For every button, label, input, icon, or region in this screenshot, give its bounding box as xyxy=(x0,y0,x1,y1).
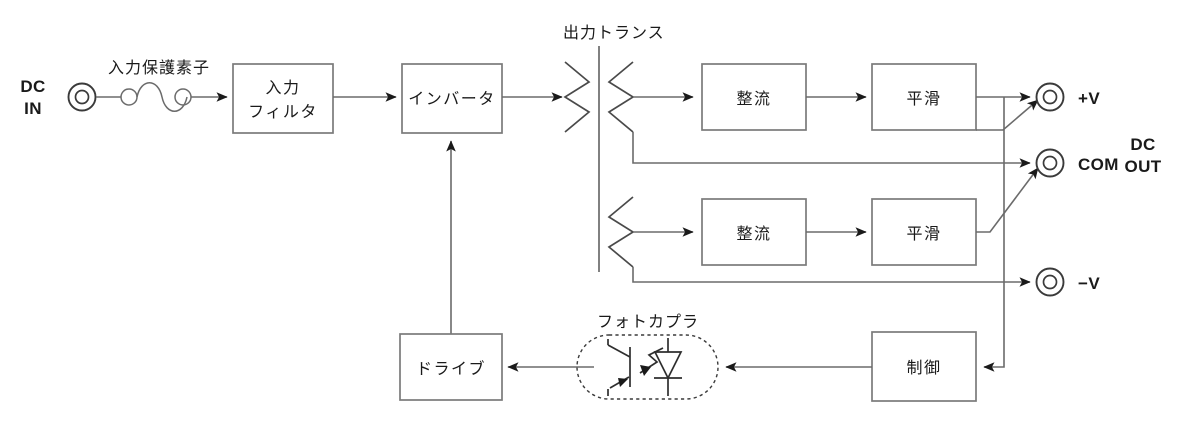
block-inverter: インバータ xyxy=(401,63,503,134)
photocoupler-symbol xyxy=(576,334,719,400)
block-input-filter: 入力 フィルタ xyxy=(232,63,334,134)
dc-in-label-line1: DC xyxy=(20,77,45,96)
input-protection-fuse-symbol xyxy=(96,82,228,112)
inverter-label: インバータ xyxy=(408,89,496,108)
wire-smoothing-lower-to-com xyxy=(976,167,1039,233)
output-terminal-negative xyxy=(1035,267,1065,297)
dc-in-label-line2: IN xyxy=(24,99,42,118)
wire-secondary-lower-tap-to-negative xyxy=(632,267,1031,287)
dc-input-terminal xyxy=(67,82,97,112)
rectifier-upper-label: 整流 xyxy=(736,89,771,108)
input-filter-label-line2: フィルタ xyxy=(248,102,318,121)
control-label: 制御 xyxy=(906,358,941,377)
dc-out-label-line1: DC xyxy=(1130,135,1155,154)
photocoupler-label: フォトカプラ xyxy=(597,312,699,331)
drive-label: ドライブ xyxy=(416,359,486,378)
smoothing-upper-label: 平滑 xyxy=(906,89,941,108)
transformer-secondary-winding-upper xyxy=(607,61,635,133)
transformer-secondary-winding-lower xyxy=(607,196,635,268)
wire-secondary-upper-tap-to-com xyxy=(632,132,1031,168)
transformer-primary-winding xyxy=(563,61,591,133)
phototransistor-icon xyxy=(607,339,631,396)
wire-smoothing-upper-return xyxy=(976,99,1039,131)
output-transformer-label: 出力トランス xyxy=(563,23,665,42)
block-smoothing-lower: 平滑 xyxy=(871,198,977,266)
rectifier-lower-label: 整流 xyxy=(736,224,771,243)
output-label-positive: +V xyxy=(1078,89,1100,108)
smoothing-lower-label: 平滑 xyxy=(906,224,941,243)
output-terminal-positive xyxy=(1035,82,1065,112)
dc-out-label-line2: OUT xyxy=(1124,157,1161,176)
block-smoothing-upper: 平滑 xyxy=(871,63,977,131)
block-control: 制御 xyxy=(871,331,977,402)
output-terminal-common xyxy=(1035,148,1065,178)
block-drive: ドライブ xyxy=(399,333,503,401)
input-filter-label-line1: 入力 xyxy=(265,78,300,97)
output-label-negative: −V xyxy=(1078,274,1100,293)
led-icon xyxy=(653,338,683,396)
block-rectifier-lower: 整流 xyxy=(701,198,807,266)
output-label-common: COM xyxy=(1078,155,1119,174)
block-rectifier-upper: 整流 xyxy=(701,63,807,131)
wire-output-feedback-to-control xyxy=(983,97,1005,372)
input-protection-label: 入力保護素子 xyxy=(108,58,210,77)
